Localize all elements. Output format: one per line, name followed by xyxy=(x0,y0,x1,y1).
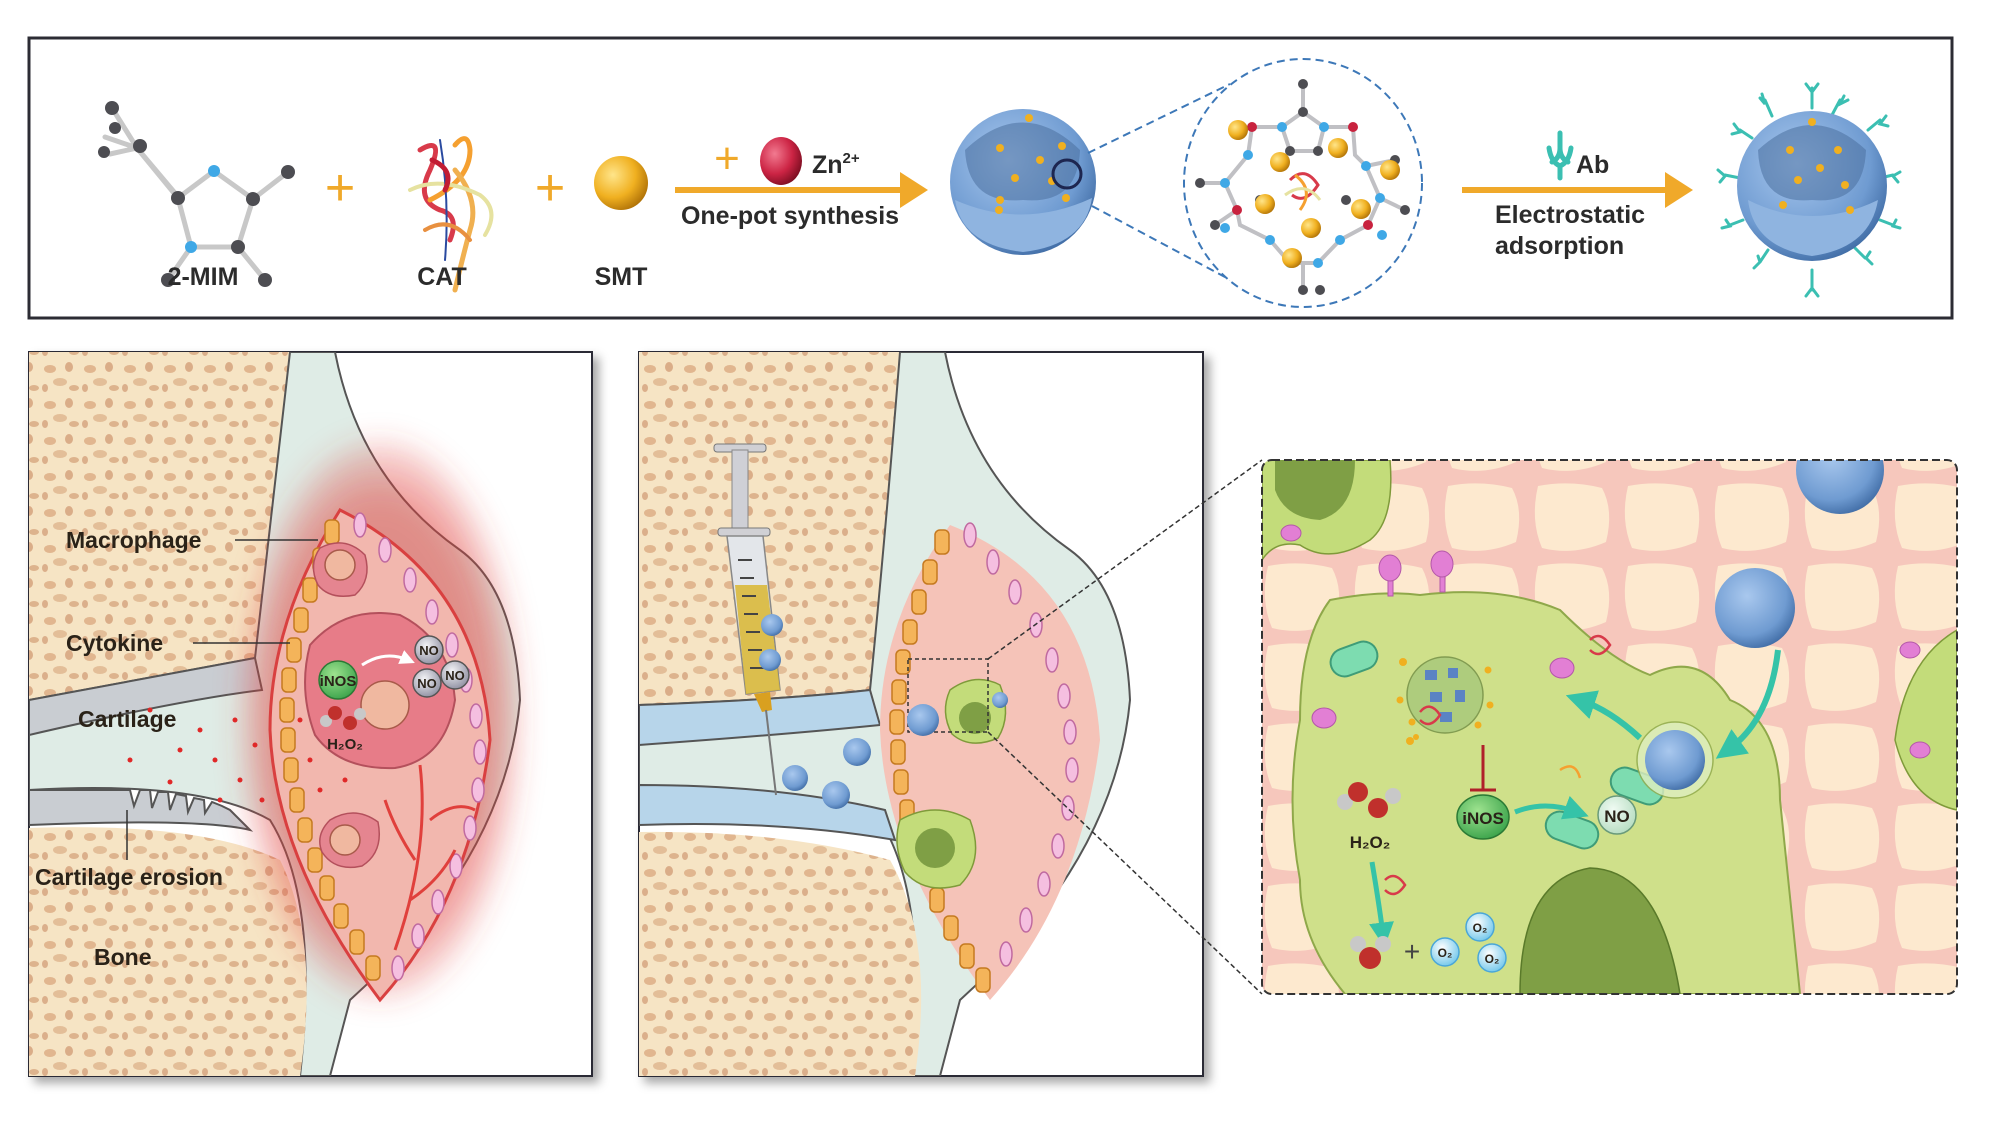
plus-sign: + xyxy=(535,159,565,217)
inos-label: iNOS xyxy=(1462,809,1504,828)
plus-sign: + xyxy=(325,159,355,217)
electrostatic-label: Electrostatic xyxy=(1495,201,1645,229)
endocytosis-arrow xyxy=(1715,649,1781,759)
o2-label: O₂ xyxy=(1473,921,1488,935)
synthesis-panel: 2-MIM + CAT + SMT + Zn2+ One-pot synthes… xyxy=(27,36,1954,320)
no-label: NO xyxy=(417,676,437,691)
nitric-oxide-molecule xyxy=(1597,795,1637,835)
bone-label: Bone xyxy=(94,944,152,970)
antibody-nanoparticle xyxy=(1715,568,1795,648)
zoom-guide-line xyxy=(1087,83,1231,154)
zoom-guide-line xyxy=(1091,205,1241,286)
upper-bone xyxy=(29,352,290,700)
cartilage-erosion-label: Cartilage erosion xyxy=(35,864,223,890)
no-label: NO xyxy=(1604,807,1630,826)
release-arrow xyxy=(1565,690,1643,741)
water-molecule-icon xyxy=(1350,936,1391,969)
macrophage-nucleus xyxy=(1519,867,1681,994)
zif-fragments xyxy=(1425,668,1465,722)
2-methylimidazole-molecule-icon xyxy=(98,101,295,287)
macrophage-label: Macrophage xyxy=(66,527,201,553)
antibody-icon xyxy=(1546,145,1574,181)
oxygen-molecules: O₂ O₂ O₂ xyxy=(1430,912,1507,973)
macrophage-nucleus xyxy=(360,680,410,730)
zinc-ion-icon xyxy=(760,137,802,185)
zoom-region-box xyxy=(907,658,989,733)
inos-enzyme-icon xyxy=(318,660,358,700)
reagent-label-smt: SMT xyxy=(595,263,648,291)
catalysis-arrow xyxy=(1369,861,1394,948)
antibody-coated-nanoparticle-icon xyxy=(1716,82,1902,298)
smt-sphere-icon xyxy=(594,156,648,210)
cytokine-dots xyxy=(127,707,348,803)
one-pot-synthesis-label: One-pot synthesis xyxy=(681,202,899,230)
o2-label: O₂ xyxy=(1438,946,1453,960)
antibody-nanoparticle xyxy=(1796,460,1884,514)
macrophage-nucleus xyxy=(324,549,356,581)
antibody-label: Ab xyxy=(1576,151,1609,179)
upper-cartilage xyxy=(639,688,882,747)
macrophage-receptors xyxy=(1280,524,1931,759)
macrophage-nucleus xyxy=(915,828,955,868)
catalase-protein-icons xyxy=(1384,634,1612,896)
adsorption-label: adsorption xyxy=(1495,232,1624,260)
treatment-panel xyxy=(638,351,1204,1077)
zif-nanoparticle-icon xyxy=(950,109,1096,255)
nitric-oxide-molecules: NO NO NO xyxy=(412,635,470,698)
macrophage-nucleus xyxy=(1275,460,1355,520)
h2o2-molecule-icon xyxy=(1337,782,1401,818)
antibody-nanoparticles xyxy=(759,614,1008,809)
inos-label: iNOS xyxy=(320,673,357,690)
zinc-ion-label: Zn2+ xyxy=(812,150,860,179)
fibroblast-lining-cells xyxy=(963,522,1079,967)
no-label: NO xyxy=(445,668,465,683)
lower-bone xyxy=(639,831,922,1076)
mof-structure-zoom-circle xyxy=(1183,58,1423,308)
inos-to-no-arrow xyxy=(361,650,415,667)
macrophage-nucleus xyxy=(329,824,361,856)
reagent-label-cat: CAT xyxy=(417,263,467,291)
neighbor-macrophage xyxy=(1894,628,1957,811)
internalized-nanoparticle xyxy=(1645,730,1705,790)
no-label: NO xyxy=(419,643,439,658)
h2o2-label: H₂O₂ xyxy=(327,736,363,753)
inset-frame xyxy=(1261,459,1958,995)
o2-label: O₂ xyxy=(1485,952,1500,966)
released-smt xyxy=(1396,658,1494,745)
h2o2-molecule-icon xyxy=(320,706,366,730)
inos-enzyme-icon xyxy=(1456,794,1510,840)
macrophage-nucleus xyxy=(959,702,991,734)
macrophage-inset-panel: iNOS NO H₂O₂ + O₂ O₂ O₂ xyxy=(1261,459,1958,995)
lower-cartilage-eroded xyxy=(29,789,254,832)
catalase-protein-icon xyxy=(408,136,494,293)
synthesis-arrowhead xyxy=(900,172,928,208)
plus-sign: + xyxy=(1404,936,1420,967)
zoom-marker-circle xyxy=(1051,158,1083,190)
lower-cartilage xyxy=(639,783,897,842)
plus-sign: + xyxy=(714,134,740,183)
cytokine-label: Cytokine xyxy=(66,630,163,656)
inset-guide-line xyxy=(987,459,1263,660)
cartilage-label: Cartilage xyxy=(78,706,176,732)
blood-vessel xyxy=(383,764,476,951)
adsorption-arrowhead xyxy=(1665,172,1693,208)
inos-to-no-arrow xyxy=(1514,795,1589,820)
h2o2-label: H₂O₂ xyxy=(1350,833,1391,852)
disease-panel: iNOS NO NO NO H₂O₂ Macrophage Cytokine xyxy=(28,351,593,1077)
lower-bone xyxy=(29,827,307,1076)
inset-guide-line xyxy=(987,731,1263,995)
reagent-label-2mim: 2-MIM xyxy=(168,263,239,291)
